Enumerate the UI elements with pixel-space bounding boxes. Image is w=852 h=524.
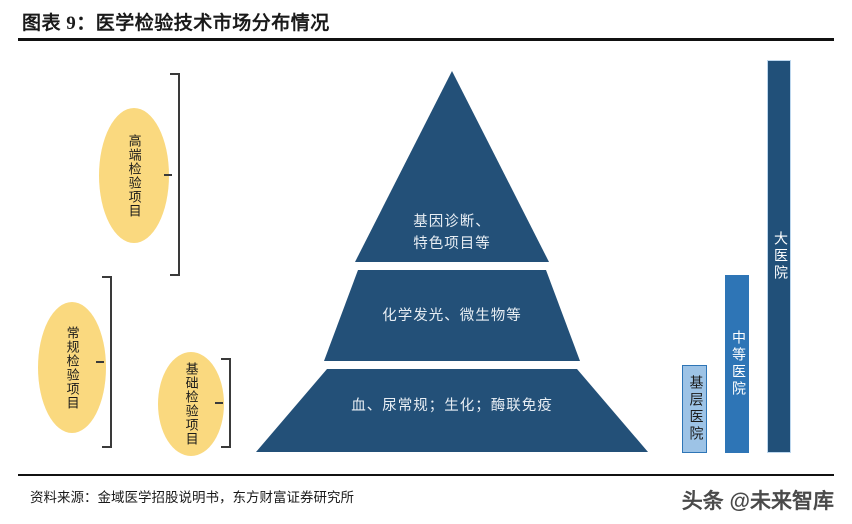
bar-label-medium-hospital: 中等医院 xyxy=(730,330,745,398)
bar-label-large-hospital: 大医院 xyxy=(772,231,787,282)
bar-large-hospital: 大医院 xyxy=(767,60,791,453)
bar-label-primary-hospital: 基层医院 xyxy=(687,375,703,443)
callout-label-high-end: 高端检验项目 xyxy=(126,133,142,218)
callout-label-routine: 常规检验项目 xyxy=(64,325,80,410)
pyramid-diagram: 基因诊断、 特色项目等 化学发光、微生物等 血、尿常规；生化；酶联免疫 xyxy=(250,62,654,458)
bracket-tick-routine xyxy=(96,361,104,363)
callout-ellipse-high-end: 高端检验项目 xyxy=(99,108,169,243)
bracket-tick-high-end xyxy=(164,173,172,176)
callout-ellipse-routine: 常规检验项目 xyxy=(38,302,106,433)
callout-ellipse-basic: 基础检验项目 xyxy=(158,352,224,456)
footer-divider xyxy=(18,474,834,476)
bracket-tick-basic xyxy=(215,402,223,404)
pyramid-tier-top xyxy=(355,71,549,262)
pyramid-tier-middle xyxy=(324,270,580,361)
bar-medium-hospital: 中等医院 xyxy=(725,275,749,453)
bar-primary-hospital: 基层医院 xyxy=(682,365,707,453)
watermark-label: 头条 @未来智库 xyxy=(681,490,834,513)
header-divider xyxy=(18,38,834,41)
pyramid-svg xyxy=(256,71,648,452)
page-title: 图表 9：医学检验技术市场分布情况 xyxy=(22,13,330,34)
bracket-routine xyxy=(96,276,112,448)
bracket-basic xyxy=(215,358,231,448)
pyramid-tier-bottom xyxy=(256,369,648,452)
bracket-high-end xyxy=(164,73,180,276)
callout-label-basic: 基础检验项目 xyxy=(183,362,199,446)
source-note: 资料来源：金域医学招股说明书，东方财富证券研究所 xyxy=(30,490,354,505)
